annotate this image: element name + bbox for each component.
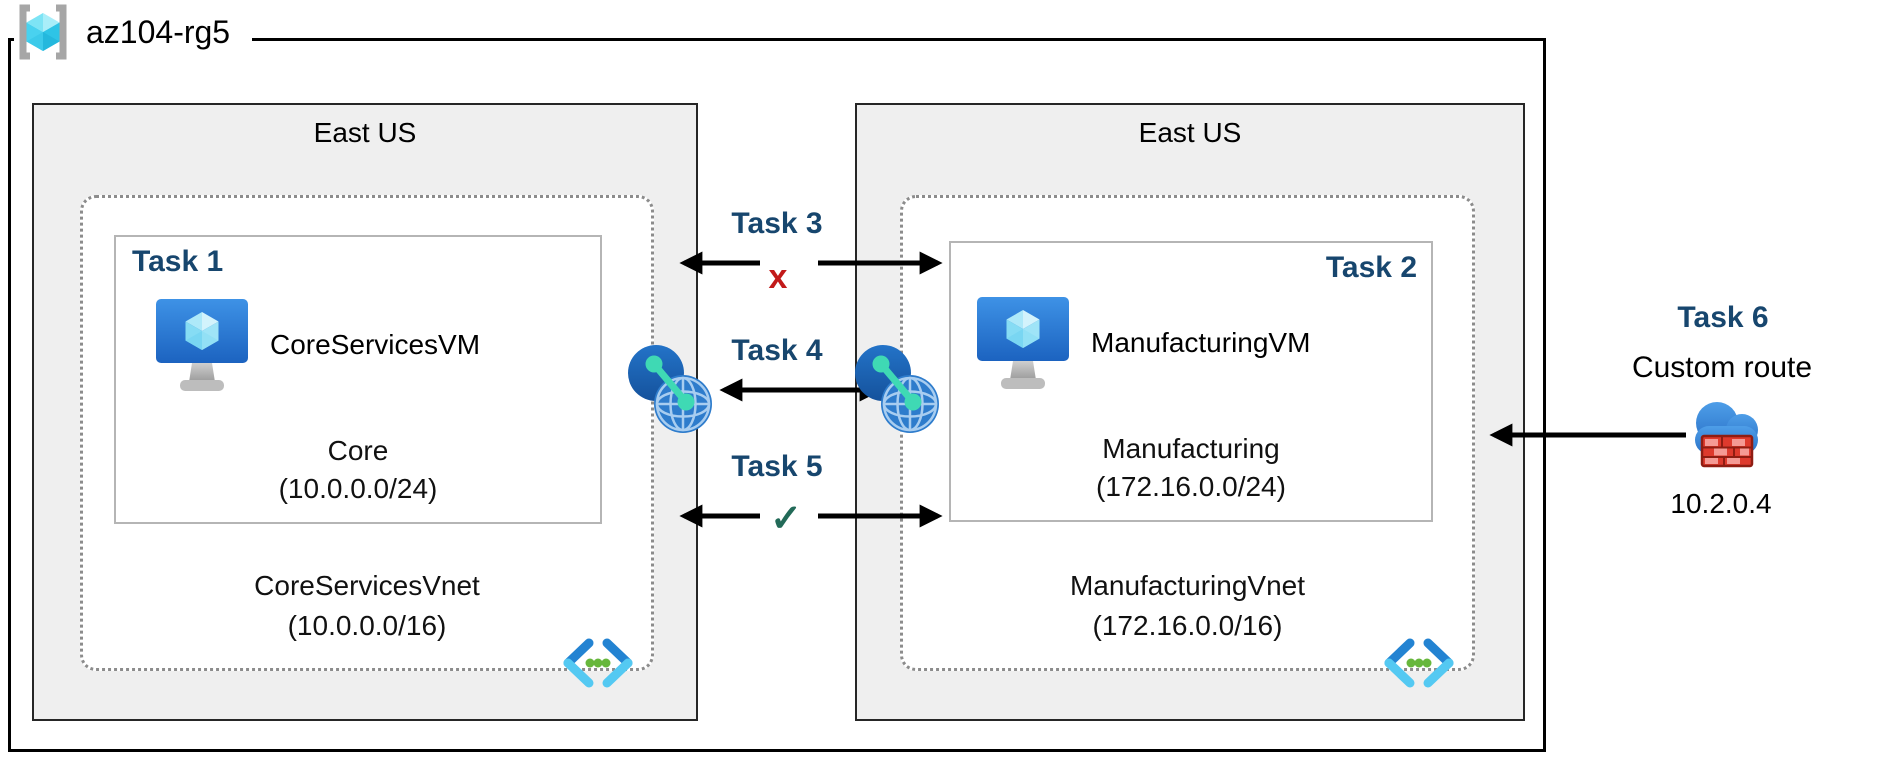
task3-label: Task 3 <box>731 207 823 240</box>
region-title-left: East US <box>313 117 417 148</box>
vnet-name: ManufacturingVnet <box>1069 570 1306 601</box>
vm-row-manufacturing: ManufacturingVM <box>975 293 1310 393</box>
virtual-network-icon <box>1384 638 1454 688</box>
virtual-machine-icon <box>156 299 248 391</box>
task1-label: Task 1 <box>132 245 224 278</box>
resource-group-name: az104-rg5 <box>86 13 231 50</box>
task4-label: Task 4 <box>731 334 823 367</box>
resource-group-label: az104-rg5 <box>14 0 253 64</box>
subnet-box-manufacturing: Task 2 <box>949 241 1433 522</box>
subnet-box-core: Task 1 <box>114 235 602 524</box>
virtual-network-icon <box>563 638 633 688</box>
region-box-left: East US Task 1 <box>32 103 698 721</box>
subnet-cidr: (172.16.0.0/24) <box>1096 471 1286 502</box>
vnet-name: CoreServicesVnet <box>254 570 480 601</box>
vnet-box-manufacturing: Task 2 <box>900 195 1475 688</box>
task3-blocked-mark: x <box>768 258 788 296</box>
vnet-box-coreservices: Task 1 <box>80 195 654 688</box>
task2-label: Task 2 <box>1325 251 1417 284</box>
virtual-machine-icon <box>977 297 1069 389</box>
firewall-bricks <box>1700 434 1754 468</box>
vnet-peering-icon <box>628 345 712 433</box>
region-box-right: East US Task 2 <box>855 103 1525 721</box>
vm-name: CoreServicesVM <box>270 329 481 360</box>
task5-label: Task 5 <box>731 450 823 483</box>
task6-description: Custom route <box>1631 351 1813 384</box>
task5-allowed-mark: ✓ <box>770 498 802 540</box>
vnet-cidr: (10.0.0.0/16) <box>287 610 447 641</box>
resource-group-icon <box>19 4 67 60</box>
subnet-name: Core <box>327 435 389 466</box>
task6-label: Task 6 <box>1677 301 1769 334</box>
vm-name: ManufacturingVM <box>1091 327 1311 358</box>
vnet-cidr: (172.16.0.0/16) <box>1092 610 1283 641</box>
firewall-cloud-icon <box>1695 402 1758 468</box>
subnet-name: Manufacturing <box>1102 433 1280 464</box>
vm-row-coreservices: CoreServicesVM <box>154 295 480 395</box>
vnet-peering-icon <box>855 345 939 433</box>
subnet-cidr: (10.0.0.0/24) <box>278 473 438 504</box>
resource-group-boundary <box>8 38 1546 752</box>
region-title-right: East US <box>1138 117 1242 148</box>
custom-route-ip: 10.2.0.4 <box>1670 488 1772 519</box>
